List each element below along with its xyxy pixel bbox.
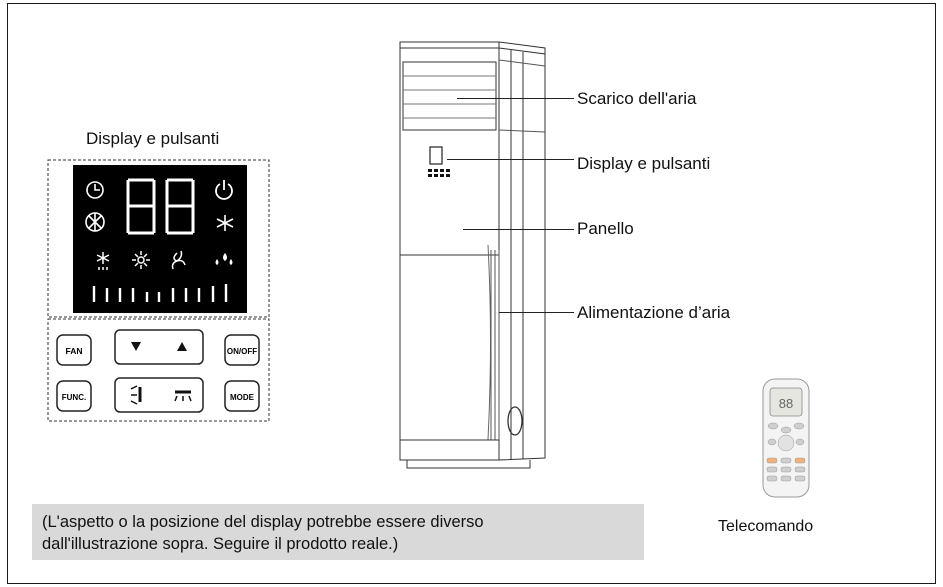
remote-screen-digits: 88 xyxy=(779,396,793,411)
label-remote: Telecomando xyxy=(718,518,814,535)
remote-control: 88 xyxy=(762,378,810,498)
leader-air-intake xyxy=(499,312,574,313)
sun-icon xyxy=(132,251,150,269)
unit-display-window xyxy=(429,146,443,165)
mode-button[interactable]: MODE xyxy=(224,380,260,412)
digits-value: 88 xyxy=(47,159,49,160)
leader-display xyxy=(447,159,574,160)
label-panel: Panello xyxy=(577,219,634,238)
label-air-intake: Alimentazione d’aria xyxy=(577,303,731,322)
fan-button[interactable]: FAN xyxy=(56,334,92,366)
label-air-outlet: Scarico dell'aria xyxy=(577,89,697,108)
level-bars xyxy=(92,284,228,302)
note-line-2: dall'illustrazione sopra. Seguire il pro… xyxy=(42,535,399,553)
power-icon xyxy=(215,180,233,200)
buttons-outline xyxy=(47,318,270,422)
display-panel-title: Display e pulsanti xyxy=(86,129,220,148)
func-button-label: FUNC. xyxy=(62,393,86,402)
floor-standing-unit xyxy=(399,41,546,469)
horizontal-swing-icon xyxy=(174,390,192,402)
cool-mode-icon xyxy=(216,215,234,231)
leader-panel xyxy=(463,229,574,230)
vertical-swing-icon xyxy=(130,385,142,405)
mode-button-label: MODE xyxy=(230,393,255,402)
heat-mode-icon xyxy=(96,252,110,270)
fan-mode-icon xyxy=(171,250,186,270)
disclaimer-note: (L'aspetto o la posizione del display po… xyxy=(32,504,644,560)
fan-button-label: FAN xyxy=(66,346,83,356)
up-arrow-icon xyxy=(177,342,187,351)
leader-air-outlet xyxy=(457,98,574,99)
swing-button[interactable] xyxy=(114,377,204,413)
dry-mode-icon xyxy=(215,253,233,265)
remote-buttons xyxy=(766,422,806,482)
onoff-button[interactable]: ON/OFF xyxy=(224,334,260,366)
timer-icon xyxy=(86,181,104,199)
onoff-button-label: ON/OFF xyxy=(227,347,257,356)
seven-segment-digits xyxy=(126,178,195,235)
label-display-buttons: Display e pulsanti xyxy=(577,154,711,173)
up-down-button[interactable] xyxy=(114,329,204,365)
down-arrow-icon xyxy=(131,342,141,351)
control-panel: 88 xyxy=(47,159,270,422)
display-outline xyxy=(47,159,270,318)
remote-screen xyxy=(769,387,803,417)
note-line-1: (L'aspetto o la posizione del display po… xyxy=(42,513,484,531)
fan-speed-icon xyxy=(85,212,105,232)
display-screen: 88 xyxy=(47,159,247,313)
unit-buttons xyxy=(428,169,450,177)
display-background xyxy=(73,165,247,313)
func-button[interactable]: FUNC. xyxy=(56,380,92,412)
